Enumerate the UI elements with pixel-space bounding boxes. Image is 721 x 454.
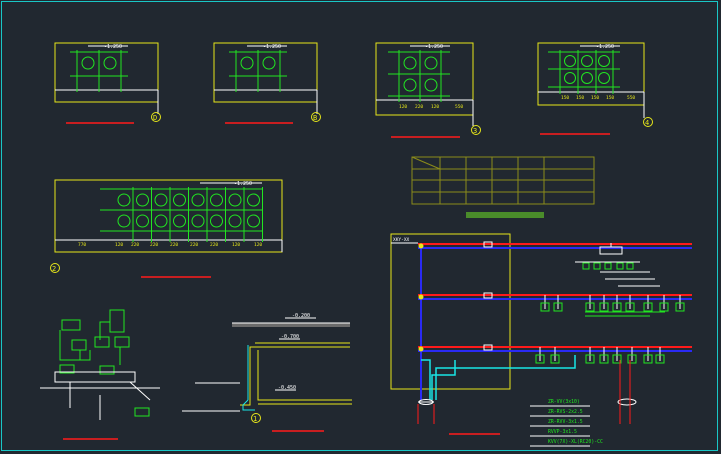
bus-rows: [418, 241, 692, 364]
section-2: -1.250 770 120 220 220 220 220 220 120 120 2: [50, 179, 283, 278]
section-4: -1.250 150 150 150 150 550 4: [537, 42, 653, 135]
device: [585, 354, 595, 364]
device: [626, 262, 634, 270]
section-1: -0.200 -0.700 -0.450 1: [182, 313, 352, 432]
control-schematic: [40, 309, 160, 440]
section-2-dim: 220: [150, 242, 158, 248]
device: [675, 302, 685, 312]
node: [418, 294, 424, 300]
section-2-hole-grid: [100, 187, 263, 242]
section-3-label: 3: [473, 127, 477, 135]
section-4-label: 4: [645, 119, 649, 127]
cable-legend: ZR-VV(3x10) ZR-RVS-2x2.5ZR-RVV-3x1.5RVVP-…: [530, 399, 603, 447]
section-2-dim: 220: [170, 242, 178, 248]
section-4-dim: 150: [561, 95, 569, 101]
section-2-label: 2: [52, 265, 56, 273]
node: [418, 346, 424, 352]
cabinet-label: XKY-XX: [393, 237, 410, 243]
breaker: [483, 344, 493, 351]
device: [659, 302, 669, 312]
device: [599, 354, 609, 364]
device: [585, 302, 595, 312]
section-3-dim: 120: [399, 104, 407, 110]
hole: [173, 214, 186, 228]
hole: [117, 193, 131, 207]
node: [418, 243, 424, 249]
breaker: [483, 241, 493, 248]
section-2-dims: 770 120 220 220 220 220 220 120 120: [78, 242, 262, 248]
device: [655, 354, 665, 364]
cable-spec: ZR-VV(3x10): [548, 399, 580, 405]
device: [612, 302, 622, 312]
section-b-label: B: [313, 114, 317, 122]
device: [627, 354, 637, 364]
breaker: [483, 292, 493, 299]
system-diagram: XKY-XX ZR-VV(3x10)ZR-RVS-2x2.5ZR-: [390, 233, 692, 447]
hole: [228, 214, 242, 228]
cable-spec: KVV(7X)-XL(RC20)-CC: [548, 439, 603, 445]
section-2-elev: -1.250: [234, 181, 252, 187]
hole: [117, 214, 131, 228]
section-d-elev: -1.250: [104, 44, 122, 50]
device: [599, 302, 609, 312]
hole: [247, 214, 260, 228]
section-2-dim: 120: [254, 242, 262, 248]
section-3-dim: 120: [431, 104, 439, 110]
hole: [210, 214, 223, 228]
section-2-dim: 120: [232, 242, 240, 248]
section-3-dim: 220: [415, 104, 423, 110]
hole: [154, 193, 168, 207]
system-title-bar: [466, 212, 544, 218]
device: [593, 262, 601, 270]
section-4-dim: 150: [591, 95, 599, 101]
hole: [228, 193, 242, 207]
section-3-elev: -1.250: [425, 44, 443, 50]
hole: [136, 193, 149, 207]
section-2-dim: 770: [78, 242, 86, 248]
device: [643, 302, 653, 312]
section-4-dim: 150: [606, 95, 614, 101]
section-3-dim: 550: [455, 104, 463, 110]
section-1-elev-top: -0.200: [292, 313, 310, 319]
hole: [173, 193, 186, 207]
hole: [154, 214, 168, 228]
device: [553, 302, 563, 312]
hole: [210, 193, 223, 207]
device: [535, 354, 545, 364]
section-2-dim: 220: [190, 242, 198, 248]
section-d-label: D: [153, 114, 157, 122]
device: [550, 354, 560, 364]
device: [604, 262, 612, 270]
device: [643, 354, 653, 364]
device: [612, 354, 622, 364]
legend-table: [411, 156, 595, 205]
section-1-elev-mid: -0.700: [281, 334, 299, 340]
hole: [247, 193, 260, 207]
cable-spec: RVVP-3x1.5: [548, 429, 577, 435]
section-2-dim: 220: [131, 242, 139, 248]
section-d: -1.250 D: [54, 42, 161, 124]
device: [616, 262, 624, 270]
cable-spec: ZR-RVS-2x2.5: [548, 409, 583, 415]
section-1-elev-low: -0.450: [278, 385, 296, 391]
device: [582, 262, 590, 270]
section-4-dim: 550: [627, 95, 635, 101]
section-3: -1.250 120 220 120 550 3: [375, 42, 481, 138]
section-b: -1.250 B: [213, 42, 321, 124]
device: [625, 302, 635, 312]
section-1-label: 1: [253, 415, 257, 423]
hole: [191, 193, 205, 207]
section-2-dim: 220: [210, 242, 218, 248]
section-b-elev: -1.250: [263, 44, 281, 50]
hole: [191, 214, 205, 228]
section-2-dim: 120: [115, 242, 123, 248]
hole: [136, 214, 149, 228]
cable-spec: ZR-RVV-3x1.5: [548, 419, 583, 425]
section-4-elev: -1.250: [596, 44, 614, 50]
device: [540, 302, 550, 312]
section-4-dim: 150: [576, 95, 584, 101]
